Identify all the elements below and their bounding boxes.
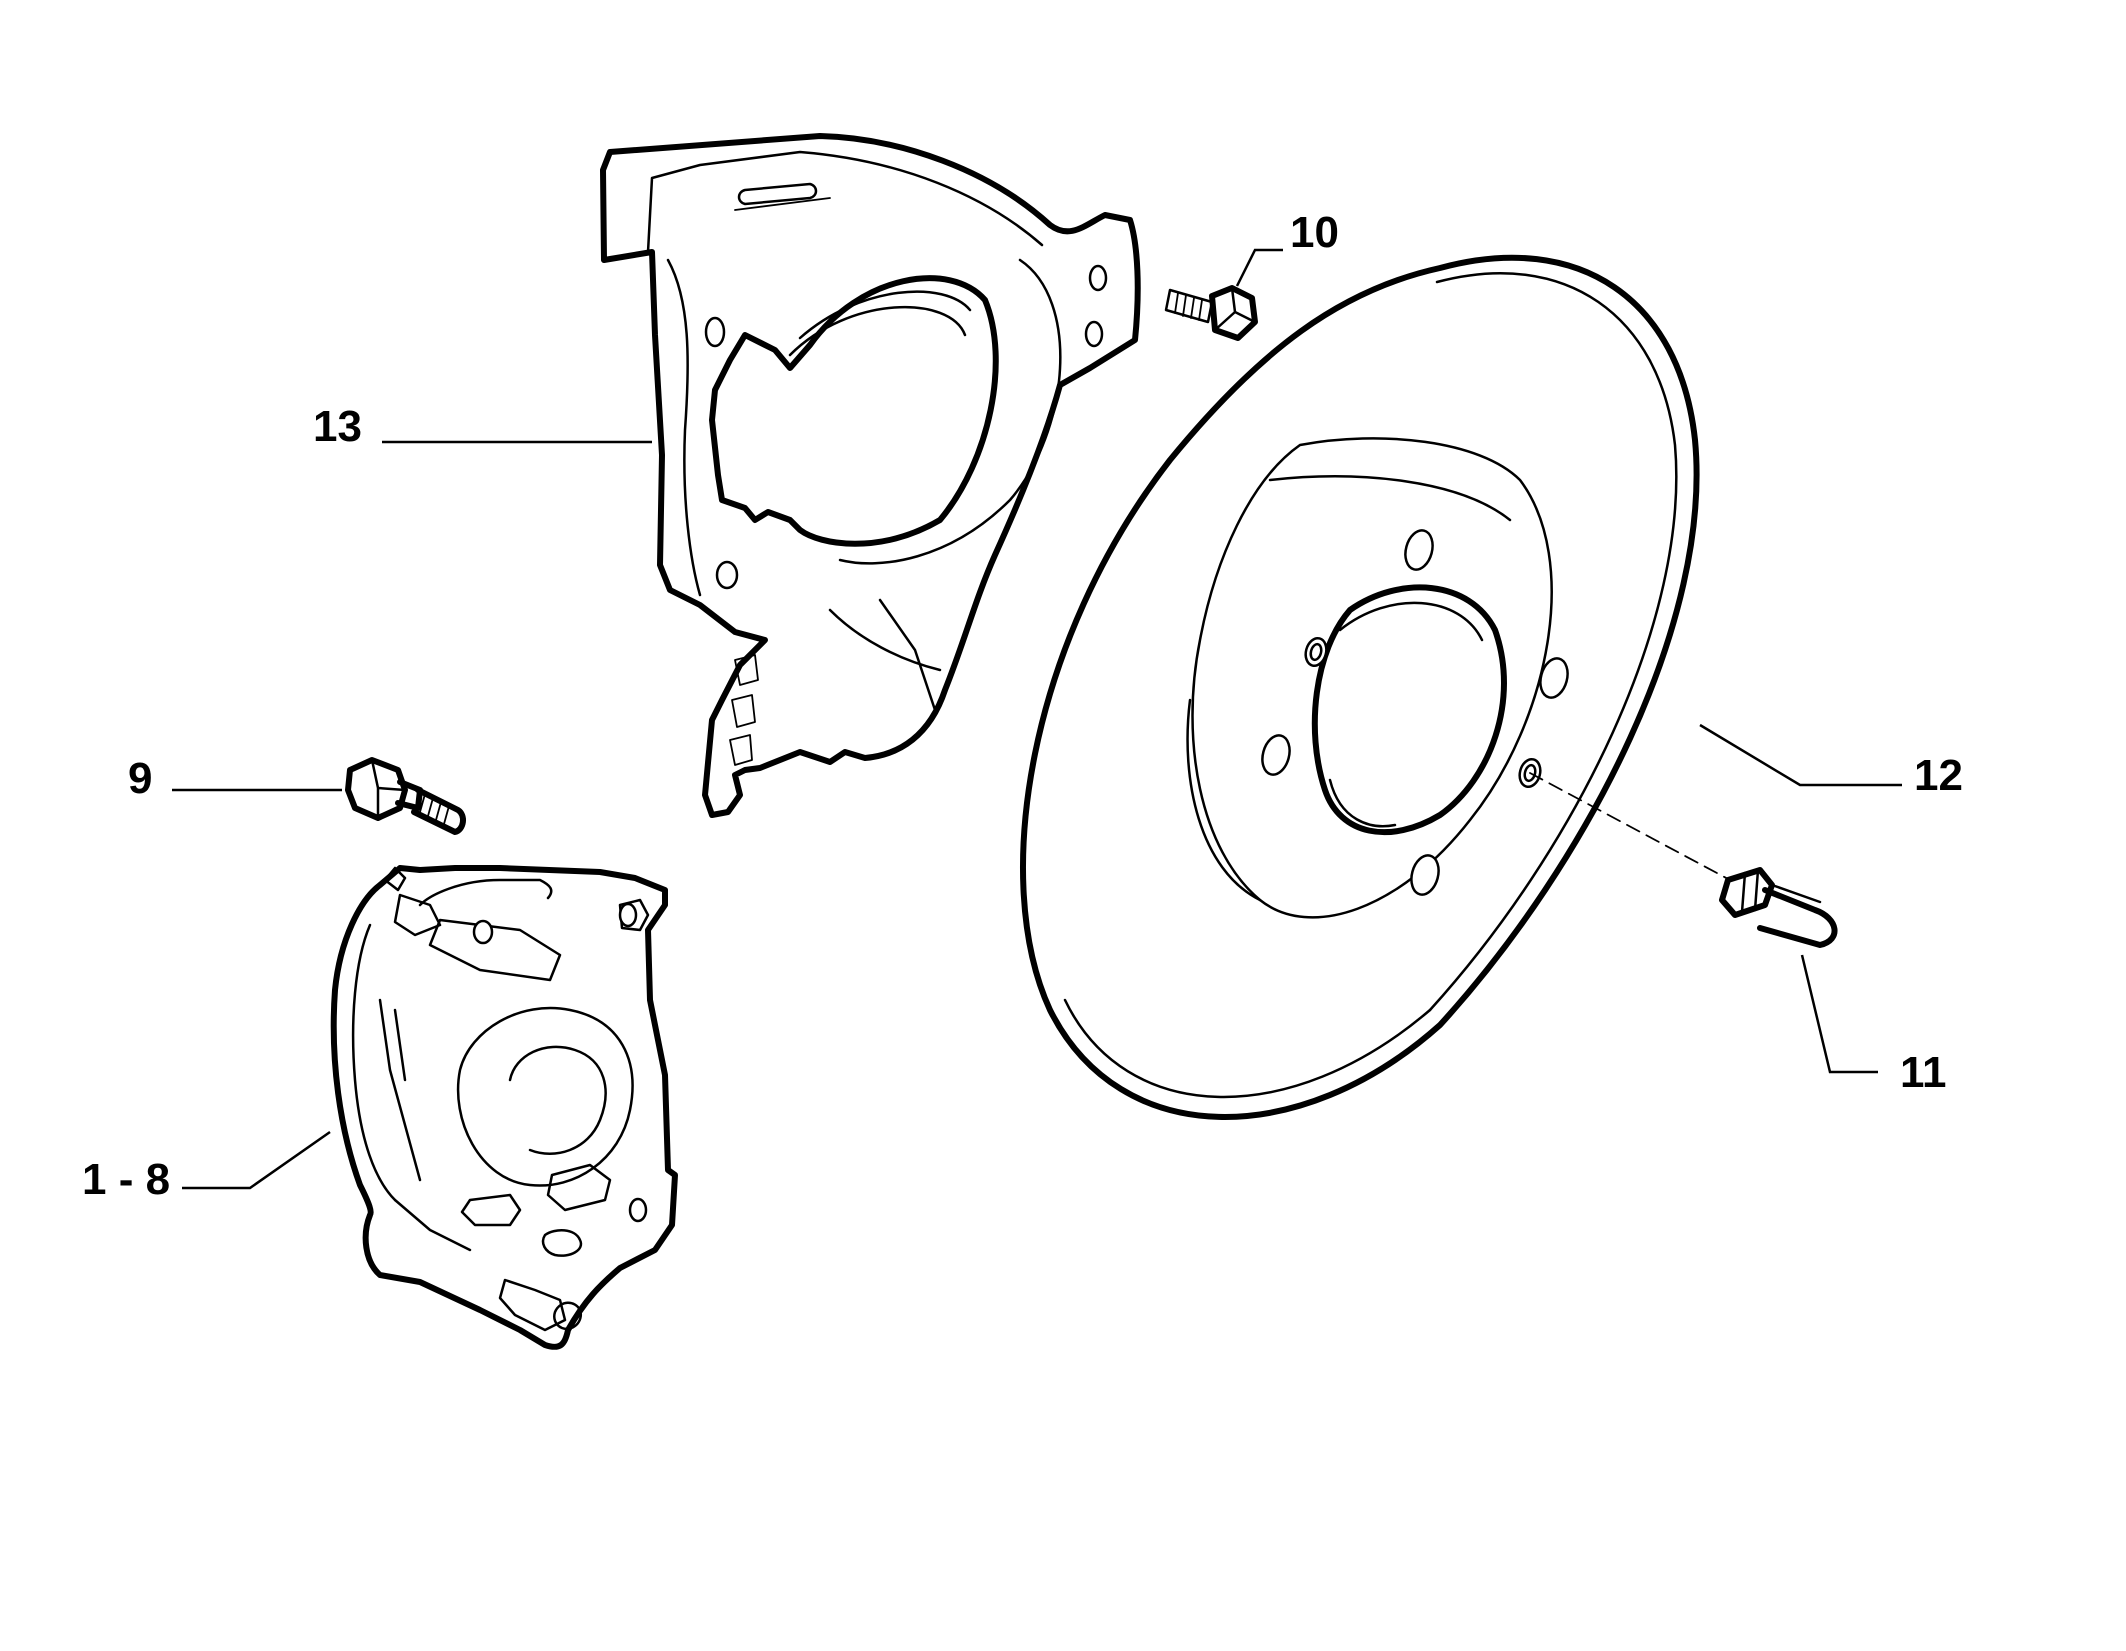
callout-label-shield-screw: 10 [1290, 208, 1339, 257]
leader-1-8 [182, 1130, 331, 1190]
dust-shield-part [600, 133, 1141, 818]
callout-label-caliper-bolt: 9 [128, 754, 152, 803]
leader-10 [1235, 248, 1283, 287]
shield-screw-part [1164, 285, 1258, 341]
leader-12 [1699, 723, 1902, 787]
caliper-bolt-part [345, 757, 466, 835]
callout-label-dust-shield: 13 [313, 402, 362, 451]
caliper-part [330, 865, 678, 1350]
callout-label-brake-disc: 12 [1914, 751, 1963, 800]
wheel-stud-part [1719, 867, 1838, 948]
leader-11 [1800, 954, 1878, 1074]
callout-label-wheel-stud: 11 [1900, 1048, 1947, 1097]
callout-label-caliper: 1 - 8 [82, 1155, 170, 1204]
leader-lines [172, 248, 1902, 1190]
brake-disc-part [1020, 254, 1731, 1120]
